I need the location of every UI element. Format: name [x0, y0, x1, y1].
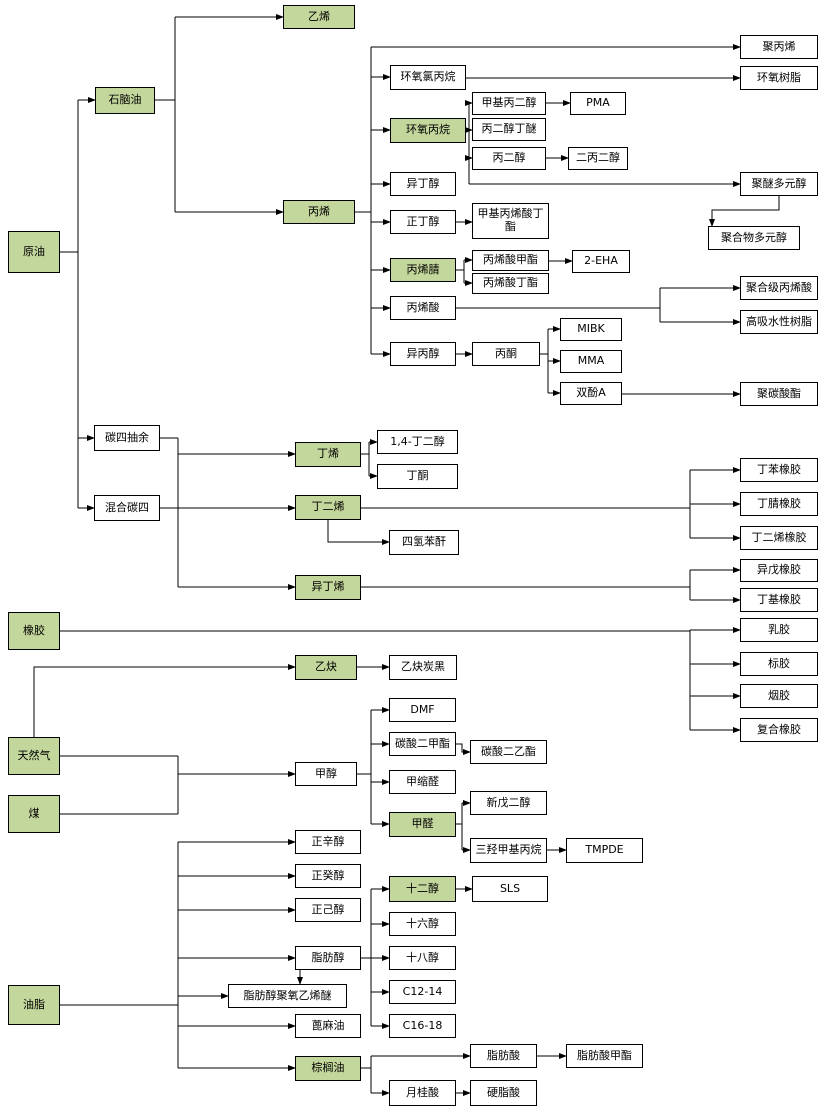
- node-cetyl-alcohol: 十六醇: [389, 912, 456, 936]
- node-tmp: 三羟甲基丙烷: [470, 838, 547, 863]
- node-pma: PMA: [570, 92, 626, 115]
- node-acrylonitrile: 丙烯腈: [390, 258, 456, 282]
- node-fatty-alcohol: 脂肪醇: [295, 946, 361, 970]
- node-polycarbonate: 聚碳酸酯: [740, 382, 818, 406]
- node-bdo: 1,4-丁二醇: [377, 430, 458, 454]
- node-methanol: 甲醇: [295, 762, 357, 786]
- node-mibk: MIBK: [560, 318, 622, 341]
- node-coal: 煤: [8, 795, 60, 833]
- node-dec: 碳酸二乙酯: [470, 740, 547, 764]
- node-fatty-acid-methyl-ester: 脂肪酸甲酯: [566, 1044, 643, 1068]
- node-mek: 丁酮: [377, 464, 458, 489]
- node-isoprene-rubber: 异戊橡胶: [740, 559, 818, 582]
- node-n-octanol: 正辛醇: [295, 830, 361, 854]
- node-br: 丁二烯橡胶: [740, 526, 818, 550]
- node-butyl-methacrylate: 甲基丙烯酸丁酯: [472, 203, 549, 239]
- node-naphtha: 石脑油: [95, 87, 155, 114]
- node-methylal: 甲缩醛: [389, 770, 456, 794]
- edge-polyether-polyol-to-polymer-polyol: [709, 196, 780, 227]
- node-fatty-alcohol-ethoxylate: 脂肪醇聚氧乙烯醚: [228, 984, 347, 1008]
- node-acetone: 丙酮: [472, 342, 540, 366]
- node-polypropylene: 聚丙烯: [740, 35, 818, 59]
- edge-butadiene-to-tetrahydrophthalic-anhydride: [327, 520, 390, 545]
- node-butyl-acrylate: 丙烯酸丁酯: [472, 273, 549, 294]
- node-epichlorohydrin: 环氧氯丙烷: [390, 65, 466, 90]
- node-methyl-propanediol: 甲基丙二醇: [472, 92, 546, 115]
- node-oils-fats: 油脂: [8, 985, 60, 1025]
- node-butene: 丁烯: [295, 442, 361, 467]
- node-neopentyl-glycol: 新戊二醇: [470, 791, 547, 815]
- node-c4-raffinate: 碳四抽余: [94, 425, 160, 451]
- node-latex: 乳胶: [740, 618, 818, 642]
- node-stearyl-alcohol: 十八醇: [389, 946, 456, 970]
- node-tmpde: TMPDE: [566, 838, 643, 863]
- edge-dmc-to-dec: [456, 743, 471, 755]
- node-propylene-glycol-butyl-ether: 丙二醇丁醚: [472, 118, 546, 141]
- node-acetylene-black: 乙炔炭黑: [389, 655, 457, 680]
- node-epoxy-resin: 环氧树脂: [740, 66, 818, 90]
- node-butadiene: 丁二烯: [295, 495, 361, 520]
- node-isopropanol: 异丙醇: [390, 342, 456, 366]
- node-isobutanol: 异丁醇: [390, 172, 456, 196]
- node-polymer-grade-acrylic-acid: 聚合级丙烯酸: [740, 276, 818, 300]
- node-castor-oil: 蓖麻油: [295, 1014, 361, 1038]
- node-sls: SLS: [472, 876, 548, 902]
- node-propylene-glycol: 丙二醇: [472, 147, 546, 170]
- node-n-hexanol: 正己醇: [295, 898, 361, 922]
- node-palm-oil: 棕榈油: [295, 1056, 361, 1081]
- node-propylene: 丙烯: [283, 200, 355, 224]
- node-bisphenol-a: 双酚A: [560, 382, 622, 405]
- node-nbr: 丁腈橡胶: [740, 492, 818, 516]
- node-standard-rubber: 标胶: [740, 652, 818, 676]
- node-mixed-c4: 混合碳四: [94, 495, 160, 521]
- node-dipropylene-glycol: 二丙二醇: [568, 147, 628, 170]
- node-c16-18: C16-18: [389, 1014, 456, 1038]
- node-lauric-acid: 月桂酸: [389, 1080, 456, 1106]
- node-compound-rubber: 复合橡胶: [740, 718, 818, 742]
- node-sbr: 丁苯橡胶: [740, 458, 818, 482]
- node-stearic-acid: 硬脂酸: [470, 1080, 537, 1106]
- node-polymer-polyol: 聚合物多元醇: [708, 226, 800, 250]
- node-rubber: 橡胶: [8, 612, 60, 650]
- node-superabsorbent-polymer: 高吸水性树脂: [740, 310, 818, 334]
- edge-natural-gas-to-acetylene: [33, 664, 296, 737]
- node-lauryl-alcohol: 十二醇: [389, 876, 456, 902]
- node-dmf: DMF: [389, 698, 456, 722]
- node-crude-oil: 原油: [8, 231, 60, 273]
- node-ethylene: 乙烯: [283, 5, 355, 29]
- node-2-eha: 2-EHA: [572, 250, 630, 273]
- node-c12-14: C12-14: [389, 980, 456, 1004]
- node-natural-gas: 天然气: [8, 737, 60, 775]
- node-n-decanol: 正癸醇: [295, 864, 361, 888]
- node-acrylic-acid: 丙烯酸: [390, 296, 456, 320]
- node-n-butanol: 正丁醇: [390, 210, 456, 234]
- node-butyl-rubber: 丁基橡胶: [740, 588, 818, 612]
- node-isobutylene: 异丁烯: [295, 575, 361, 600]
- node-propylene-oxide: 环氧丙烷: [390, 118, 466, 143]
- node-smoked-sheet: 烟胶: [740, 684, 818, 708]
- node-fatty-acid: 脂肪酸: [470, 1044, 537, 1068]
- node-mma: MMA: [560, 350, 622, 373]
- node-methyl-acrylate: 丙烯酸甲酯: [472, 250, 549, 271]
- node-dmc: 碳酸二甲酯: [389, 732, 456, 756]
- node-tetrahydrophthalic-anhydride: 四氢苯酐: [389, 530, 459, 555]
- node-polyether-polyol: 聚醚多元醇: [740, 172, 818, 196]
- node-acetylene: 乙炔: [295, 655, 357, 680]
- node-formaldehyde: 甲醛: [389, 812, 456, 837]
